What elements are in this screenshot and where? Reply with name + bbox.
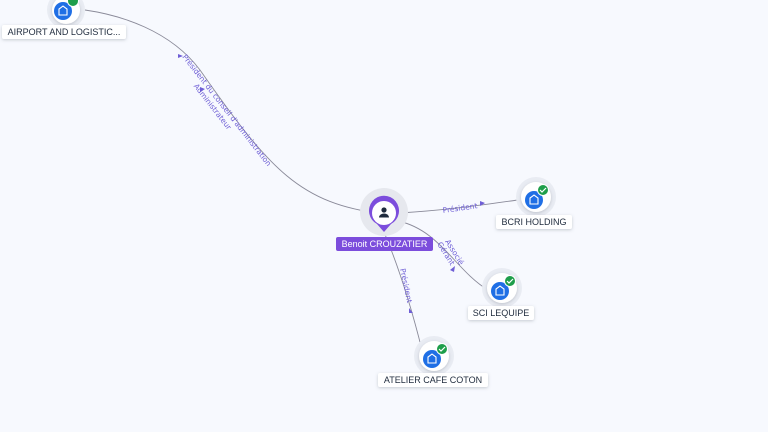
edge-bcri	[399, 199, 519, 214]
person-name-label: Benoit CROUZATIER	[342, 239, 428, 249]
company-node-bcri[interactable]: BCRI HOLDING	[496, 177, 572, 229]
company-label: ATELIER CAFE COTON	[384, 375, 482, 385]
company-label: SCI LEQUIPE	[473, 308, 530, 318]
relation-text-president-ca: Président du conseil d'administration	[180, 53, 273, 168]
relation-text-president: Président	[442, 201, 478, 215]
arrow-icon	[409, 308, 413, 313]
company-node-sci[interactable]: SCI LEQUIPE	[468, 268, 534, 320]
verified-check-icon	[504, 275, 516, 287]
arrow-icon	[450, 266, 455, 272]
relation-label-airport: Président du conseil d'administration Ad…	[180, 53, 273, 168]
arrow-icon	[178, 54, 183, 58]
edge-airport	[84, 9, 385, 215]
relation-label-sci: Gérant Associé	[435, 238, 466, 267]
arrow-icon	[200, 87, 205, 92]
company-node-atelier[interactable]: ATELIER CAFE COTON	[378, 336, 488, 387]
company-label: AIRPORT AND LOGISTIC...	[8, 27, 121, 37]
verified-check-icon	[67, 0, 79, 7]
edge-sci	[397, 220, 489, 291]
company-label: BCRI HOLDING	[501, 217, 566, 227]
relation-label-bcri: Président	[442, 201, 478, 215]
relation-text-president: Président	[398, 268, 414, 304]
arrow-icon	[480, 201, 485, 206]
person-node[interactable]: Benoit CROUZATIER	[336, 188, 433, 251]
company-node-airport[interactable]: AIRPORT AND LOGISTIC...	[2, 0, 126, 39]
verified-check-icon	[436, 343, 448, 355]
person-icon	[379, 207, 389, 218]
relation-label-atelier: Président	[398, 268, 414, 304]
verified-check-icon	[537, 184, 549, 196]
